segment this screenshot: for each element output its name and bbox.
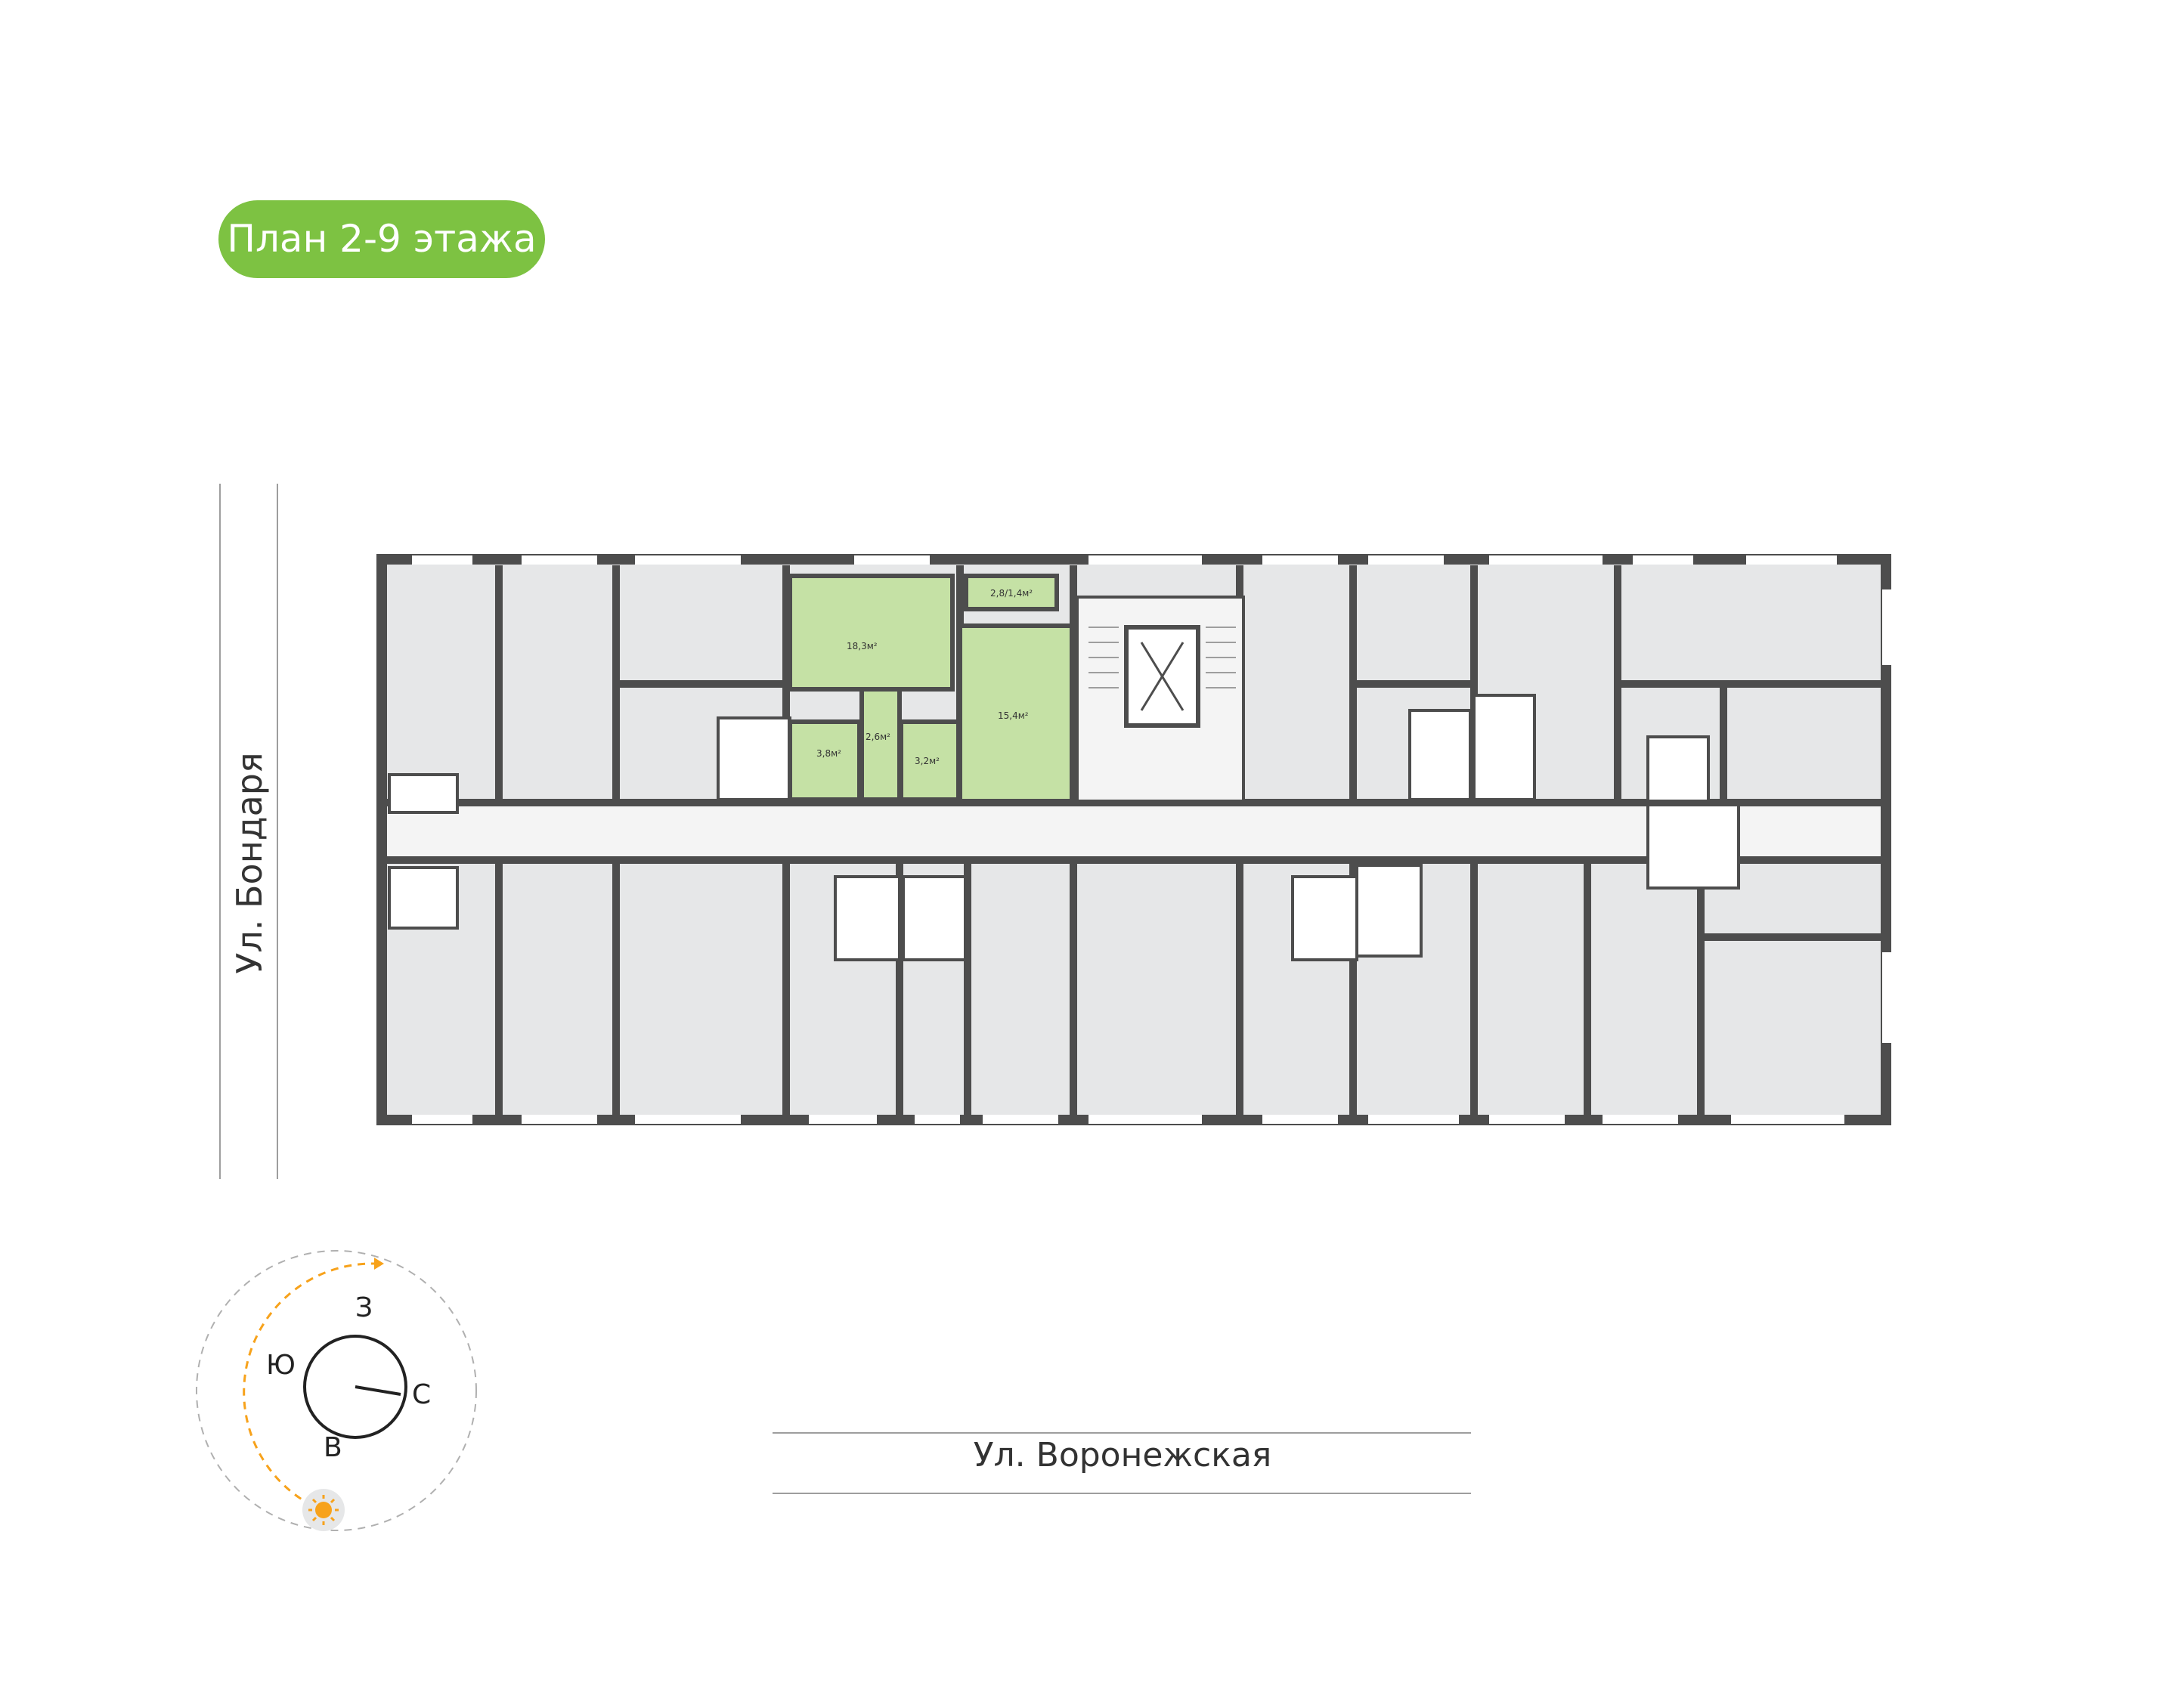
top-bathrooms	[388, 694, 1710, 814]
main-corridor	[387, 803, 1881, 860]
room-corridor	[899, 719, 961, 802]
area-living: 18,3м²	[847, 641, 878, 651]
compass-west: З	[355, 1292, 373, 1323]
sun-path-arrow-icon	[374, 1258, 384, 1270]
bottom-bathrooms	[388, 803, 1740, 961]
area-bedroom: 15,4м²	[998, 710, 1029, 721]
area-corridor: 3,2м²	[915, 756, 940, 766]
stairwell	[1076, 596, 1245, 803]
compass-north: С	[412, 1379, 432, 1410]
sun-path-arc	[243, 1262, 375, 1513]
area-balcony: 2,8/1,4м²	[990, 588, 1033, 599]
area-bath: 3,8м²	[816, 748, 841, 759]
street-label-bottom: Ул. Воронежская	[973, 1436, 1272, 1474]
room-balcony	[964, 574, 1059, 611]
compass-east: В	[324, 1432, 342, 1463]
sun-icon	[302, 1489, 345, 1531]
sun-path-ring	[196, 1250, 477, 1531]
room-bath	[788, 719, 862, 802]
bottom-room-walls	[387, 856, 1881, 1115]
floor-plan-title: План 2-9 этажа	[218, 200, 545, 278]
area-hall: 2,6м²	[866, 732, 890, 742]
highlighted-apartment	[788, 574, 1074, 803]
room-bedroom	[958, 623, 1074, 803]
compass-needle	[355, 1385, 401, 1396]
compass-south: Ю	[266, 1350, 296, 1381]
windows	[412, 555, 1891, 1124]
room-living	[788, 574, 955, 692]
room-hall	[859, 687, 902, 802]
